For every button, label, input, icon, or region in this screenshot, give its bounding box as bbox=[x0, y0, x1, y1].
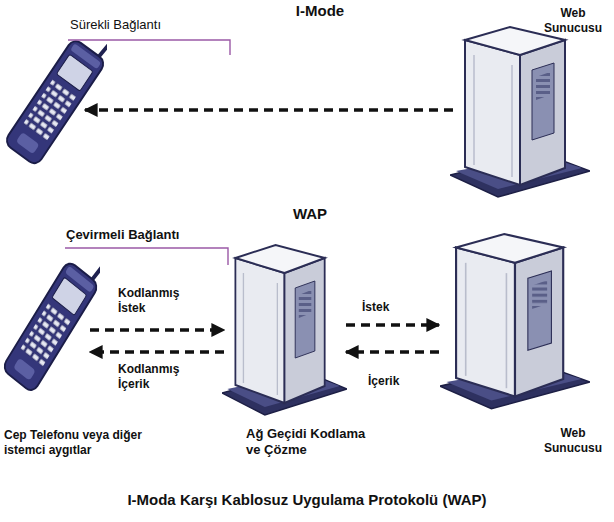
dashed-arrow bbox=[90, 350, 224, 354]
section-heading: I-Mode bbox=[260, 1, 380, 20]
node-label: Ağ Geçidi Kodlama ve Çözme bbox=[246, 426, 371, 458]
phone-icon bbox=[2, 233, 117, 394]
device-node: Ağ Geçidi Kodlama ve Çözme bbox=[226, 245, 344, 420]
edge-label: İstek bbox=[362, 300, 422, 315]
web-server-icon bbox=[450, 27, 590, 197]
gateway-server-icon bbox=[222, 245, 347, 415]
dashed-arrow bbox=[90, 328, 224, 332]
dashed-arrow bbox=[346, 350, 439, 354]
dashed-arrow bbox=[346, 323, 439, 327]
phone-icon bbox=[4, 11, 124, 166]
node-label: Web Sunucusu bbox=[536, 6, 610, 36]
device-node: Web Sunucusu bbox=[441, 233, 586, 413]
edge-label: Kodlanmış İçerik bbox=[118, 362, 208, 392]
device-node: Çevirmeli BağlantıCep Telefonu veya diğe… bbox=[5, 255, 88, 395]
connection-bracket bbox=[65, 248, 228, 265]
device-node: Sürekli Bağlantı bbox=[5, 35, 83, 165]
node-label: Sürekli Bağlantı bbox=[70, 17, 230, 33]
edge-label: Kodlanmış İstek bbox=[118, 286, 208, 316]
figure-caption: I-Moda Karşı Kablosuz Uygulama Protokolü… bbox=[0, 490, 614, 509]
edge-label: İçerik bbox=[368, 374, 428, 389]
web-server-icon bbox=[440, 234, 590, 409]
node-label: Cep Telefonu veya diğer istemci aygıtlar bbox=[4, 428, 169, 458]
node-label: Web Sunucusu bbox=[536, 426, 610, 456]
node-label: Çevirmeli Bağlantı bbox=[66, 227, 226, 243]
section-heading: WAP bbox=[260, 204, 360, 223]
connection-bracket bbox=[68, 40, 230, 55]
dashed-arrow bbox=[85, 108, 453, 112]
device-node: Web Sunucusu bbox=[455, 28, 590, 203]
